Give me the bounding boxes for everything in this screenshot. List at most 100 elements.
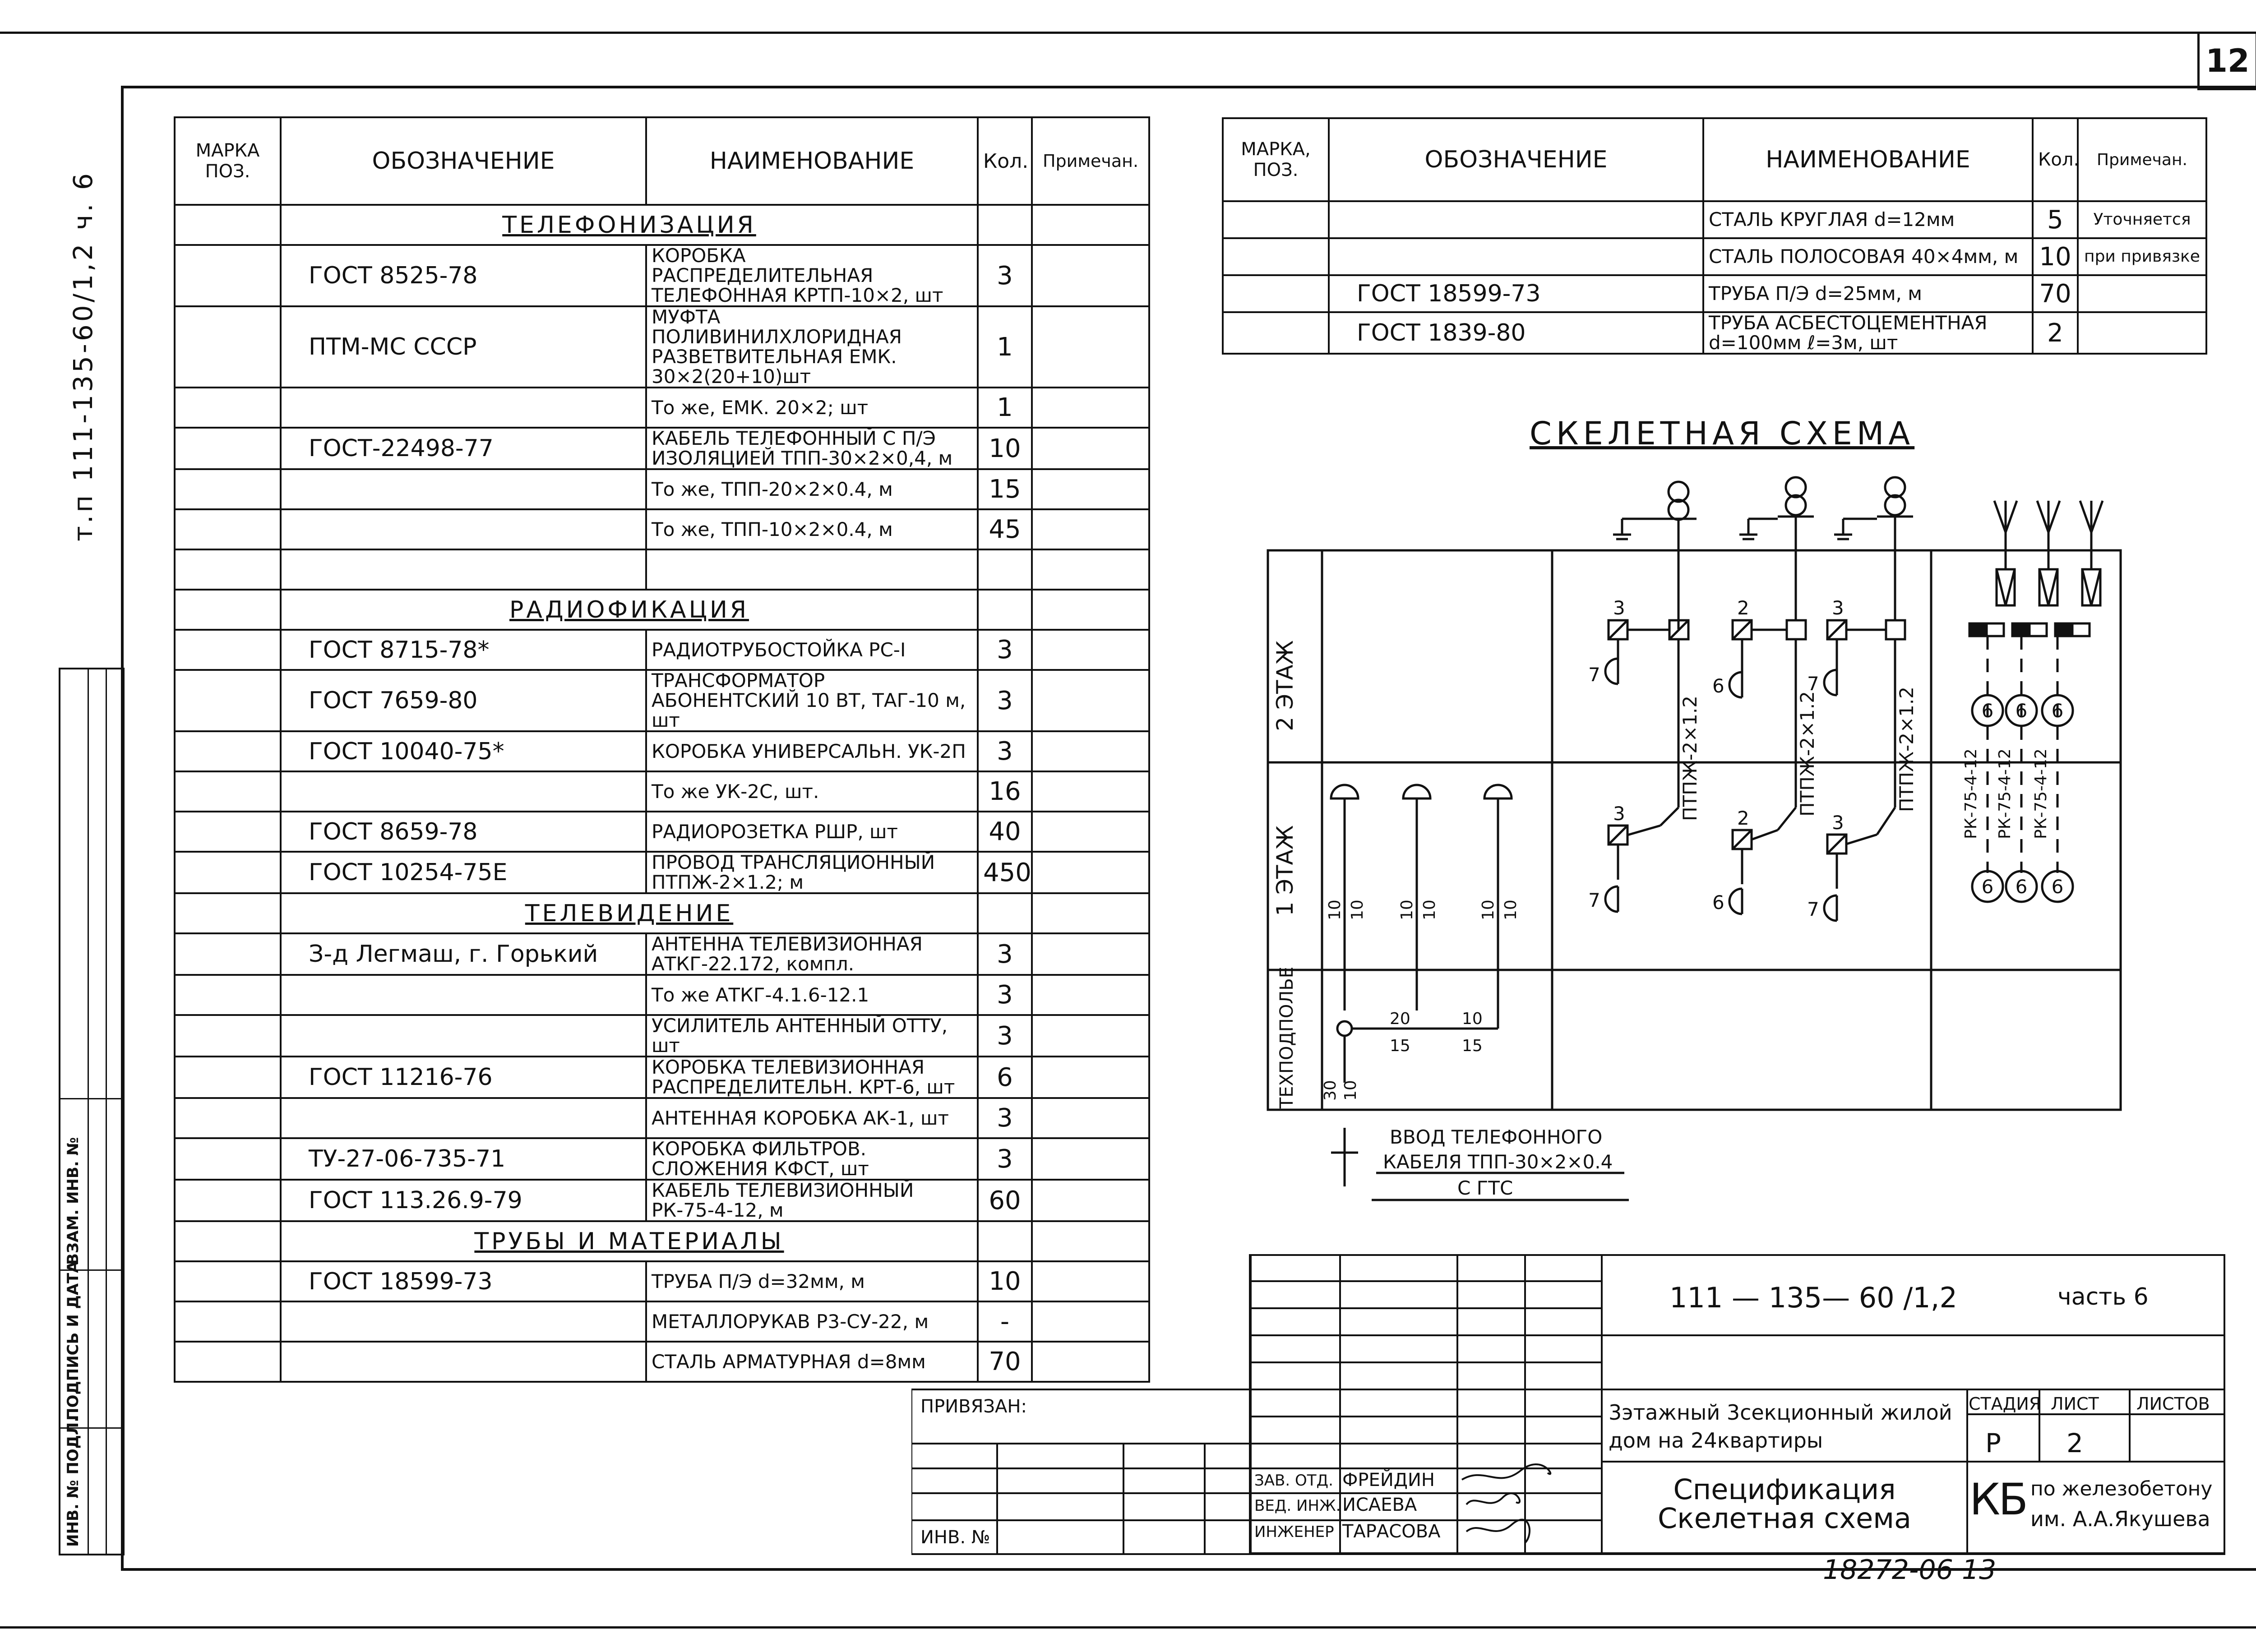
cell-name: КОРОБКА УНИВЕРСАЛЬН. УК-2П (645, 730, 979, 772)
cell-designation: З-д Легмаш, г. Горький (280, 932, 647, 976)
cell-qty: 3 (977, 244, 1033, 307)
cell-designation: ПТМ-МС СССР (280, 305, 647, 388)
cell-qty: 3 (977, 1097, 1033, 1139)
cell-note (1031, 549, 1150, 591)
tv-count-2: 6 (2016, 700, 2028, 722)
cell-qty: 1 (977, 387, 1033, 429)
staff-name-3: ТАРАСОВА (1342, 1521, 1441, 1542)
tv-count-5: 6 (2016, 876, 2028, 898)
cell-note (1031, 427, 1150, 470)
phone-pair-4: 10 (1420, 900, 1439, 920)
bottom-border-line (0, 1626, 2256, 1629)
cell-qty: 3 (977, 730, 1033, 772)
box-count-bottom-1: 3 (1613, 803, 1625, 825)
cell-pos (174, 427, 282, 470)
cell-designation: ГОСТ 18599-73 (280, 1260, 647, 1302)
header-qty: Кол. (2032, 117, 2079, 202)
cell-pos (174, 730, 282, 772)
socket-count-top-1: 7 (1588, 664, 1600, 686)
stage-value: Р (1985, 1428, 2001, 1458)
cell-qty: 70 (2032, 274, 2079, 313)
cell-pos (174, 1014, 282, 1057)
table-row: ТРУБЫ И МАТЕРИАЛЫ (174, 1220, 1150, 1262)
phone-pair-2: 10 (1348, 900, 1367, 920)
header-note: Примечан. (1031, 116, 1150, 206)
tv-cable-label-2: РК-75-4-12 (1996, 748, 2014, 839)
cell-name: ПРОВОД ТРАНСЛЯЦИОННЫЙ ПТПЖ-2×1.2; м (645, 851, 979, 894)
cell-name: МЕТАЛЛОРУКАВ Р3-СУ-22, м (645, 1301, 979, 1343)
stamp-vzam-inv: ВЗАМ. ИНВ. № (64, 1137, 82, 1265)
cell-pos (174, 669, 282, 732)
cell-note (1031, 851, 1150, 894)
phone-pair-5: 10 (1479, 900, 1498, 920)
cell-note (1031, 974, 1150, 1016)
cell-qty: - (977, 1301, 1033, 1343)
cell-qty: 60 (977, 1179, 1033, 1222)
cell-designation (1328, 200, 1704, 239)
staff-name-2: ИСАЕВА (1342, 1495, 1417, 1515)
cell-pos (174, 387, 282, 429)
box-count-bottom-3: 3 (1832, 812, 1844, 834)
sheets-label: ЛИСТОВ (2136, 1394, 2210, 1414)
cell-qty (977, 549, 1033, 591)
cell-qty: 45 (977, 508, 1033, 550)
cell-note (1031, 1056, 1150, 1099)
cell-designation (280, 468, 647, 510)
cell-name: АНТЕННА ТЕЛЕВИЗИОННАЯ АТКГ-22.172, компл… (645, 932, 979, 976)
doc-part: часть 6 (2057, 1283, 2149, 1311)
box-count-top-1: 3 (1613, 597, 1625, 619)
header-name: НАИМЕНОВАНИЕ (1702, 117, 2034, 202)
cell-pos (174, 1260, 282, 1302)
cell-note (1031, 1137, 1150, 1181)
phone-riser-3 (1823, 476, 1913, 922)
top-border-line (0, 32, 2256, 34)
cell-designation: ГОСТ 11216-76 (280, 1056, 647, 1099)
cell-qty: 70 (977, 1341, 1033, 1383)
table-row (174, 549, 1150, 591)
cell-note (1031, 1341, 1150, 1383)
phone-pair-6: 10 (1502, 900, 1520, 920)
cell-note (1031, 1097, 1150, 1139)
section-title: ТЕЛЕФОНИЗАЦИЯ (280, 204, 979, 246)
org-short: КБ (1969, 1474, 2028, 1525)
floor-2-label: 2 ЭТАЖ (1272, 640, 1298, 731)
cell-note (1031, 932, 1150, 976)
cell-pos (1222, 311, 1330, 355)
cell-note (1031, 305, 1150, 388)
cell-name: СТАЛЬ ПОЛОСОВАЯ 40×4мм, м (1702, 237, 2034, 276)
cell-qty: 16 (977, 771, 1033, 812)
cell-note (1031, 508, 1150, 550)
cell-note: при привязке (2077, 237, 2207, 276)
table-row: МЕТАЛЛОРУКАВ Р3-СУ-22, м- (174, 1301, 1150, 1343)
tv-count-4: 6 (1982, 876, 1994, 898)
socket-count-bottom-2: 6 (1712, 891, 1724, 914)
cell-designation (280, 1301, 647, 1343)
tv-count-6: 6 (2052, 876, 2064, 898)
basement-num-2: 15 (1390, 1037, 1410, 1055)
sheet-frame (121, 86, 2256, 1571)
cell-pos (174, 1301, 282, 1343)
stamp-inv-podl: ИНВ. № ПОДЛ. (64, 1416, 82, 1547)
cell-note (1031, 669, 1150, 732)
cell-note (1031, 468, 1150, 510)
cell-qty: 1 (977, 305, 1033, 388)
cell-pos (1222, 200, 1330, 239)
sheet-label: ЛИСТ (2051, 1394, 2099, 1414)
cell-designation (280, 1014, 647, 1057)
basement-num-3: 10 (1462, 1010, 1483, 1028)
basement-num-6: 10 (1341, 1080, 1360, 1101)
schema-title: СКЕЛЕТНАЯ СХЕМА (1530, 415, 1915, 452)
cell-name: КАБЕЛЬ ТЕЛЕФОННЫЙ С П/Э ИЗОЛЯЦИЕЙ ТПП-30… (645, 427, 979, 470)
cell-pos (174, 932, 282, 976)
cell-note (1031, 1260, 1150, 1302)
cell-qty: 10 (977, 427, 1033, 470)
table-row: РАДИОФИКАЦИЯ (174, 589, 1150, 631)
